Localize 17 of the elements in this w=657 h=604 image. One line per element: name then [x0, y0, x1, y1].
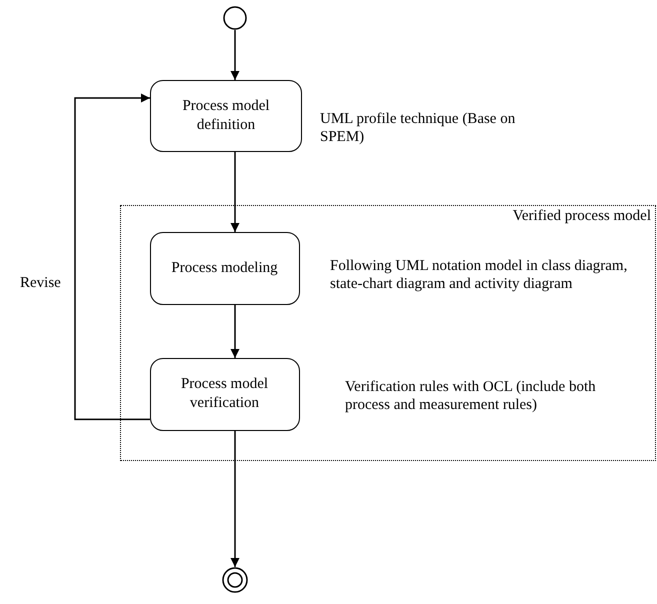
process-label: Process model definition	[181, 97, 271, 135]
node-note: Following UML notation model in class diagram, state-chart diagram and activity diagram	[330, 257, 628, 293]
process-box	[150, 358, 300, 430]
process-label: Process model verification	[180, 375, 270, 413]
process-box	[150, 80, 302, 152]
process-label: Process modeling	[171, 258, 278, 278]
start-node	[223, 6, 247, 30]
node-note: Verification rules with OCL (include both process and measurement rules)	[345, 378, 597, 414]
arrow	[230, 431, 240, 567]
arrow	[230, 152, 240, 232]
arrow	[230, 30, 240, 80]
process-box	[150, 232, 300, 304]
region-title: Verified process model	[512, 208, 651, 225]
end-node	[222, 567, 248, 593]
region-frame	[120, 205, 656, 461]
node-note: UML profile technique (Base on SPEM)	[320, 110, 516, 146]
arrow	[230, 305, 240, 358]
